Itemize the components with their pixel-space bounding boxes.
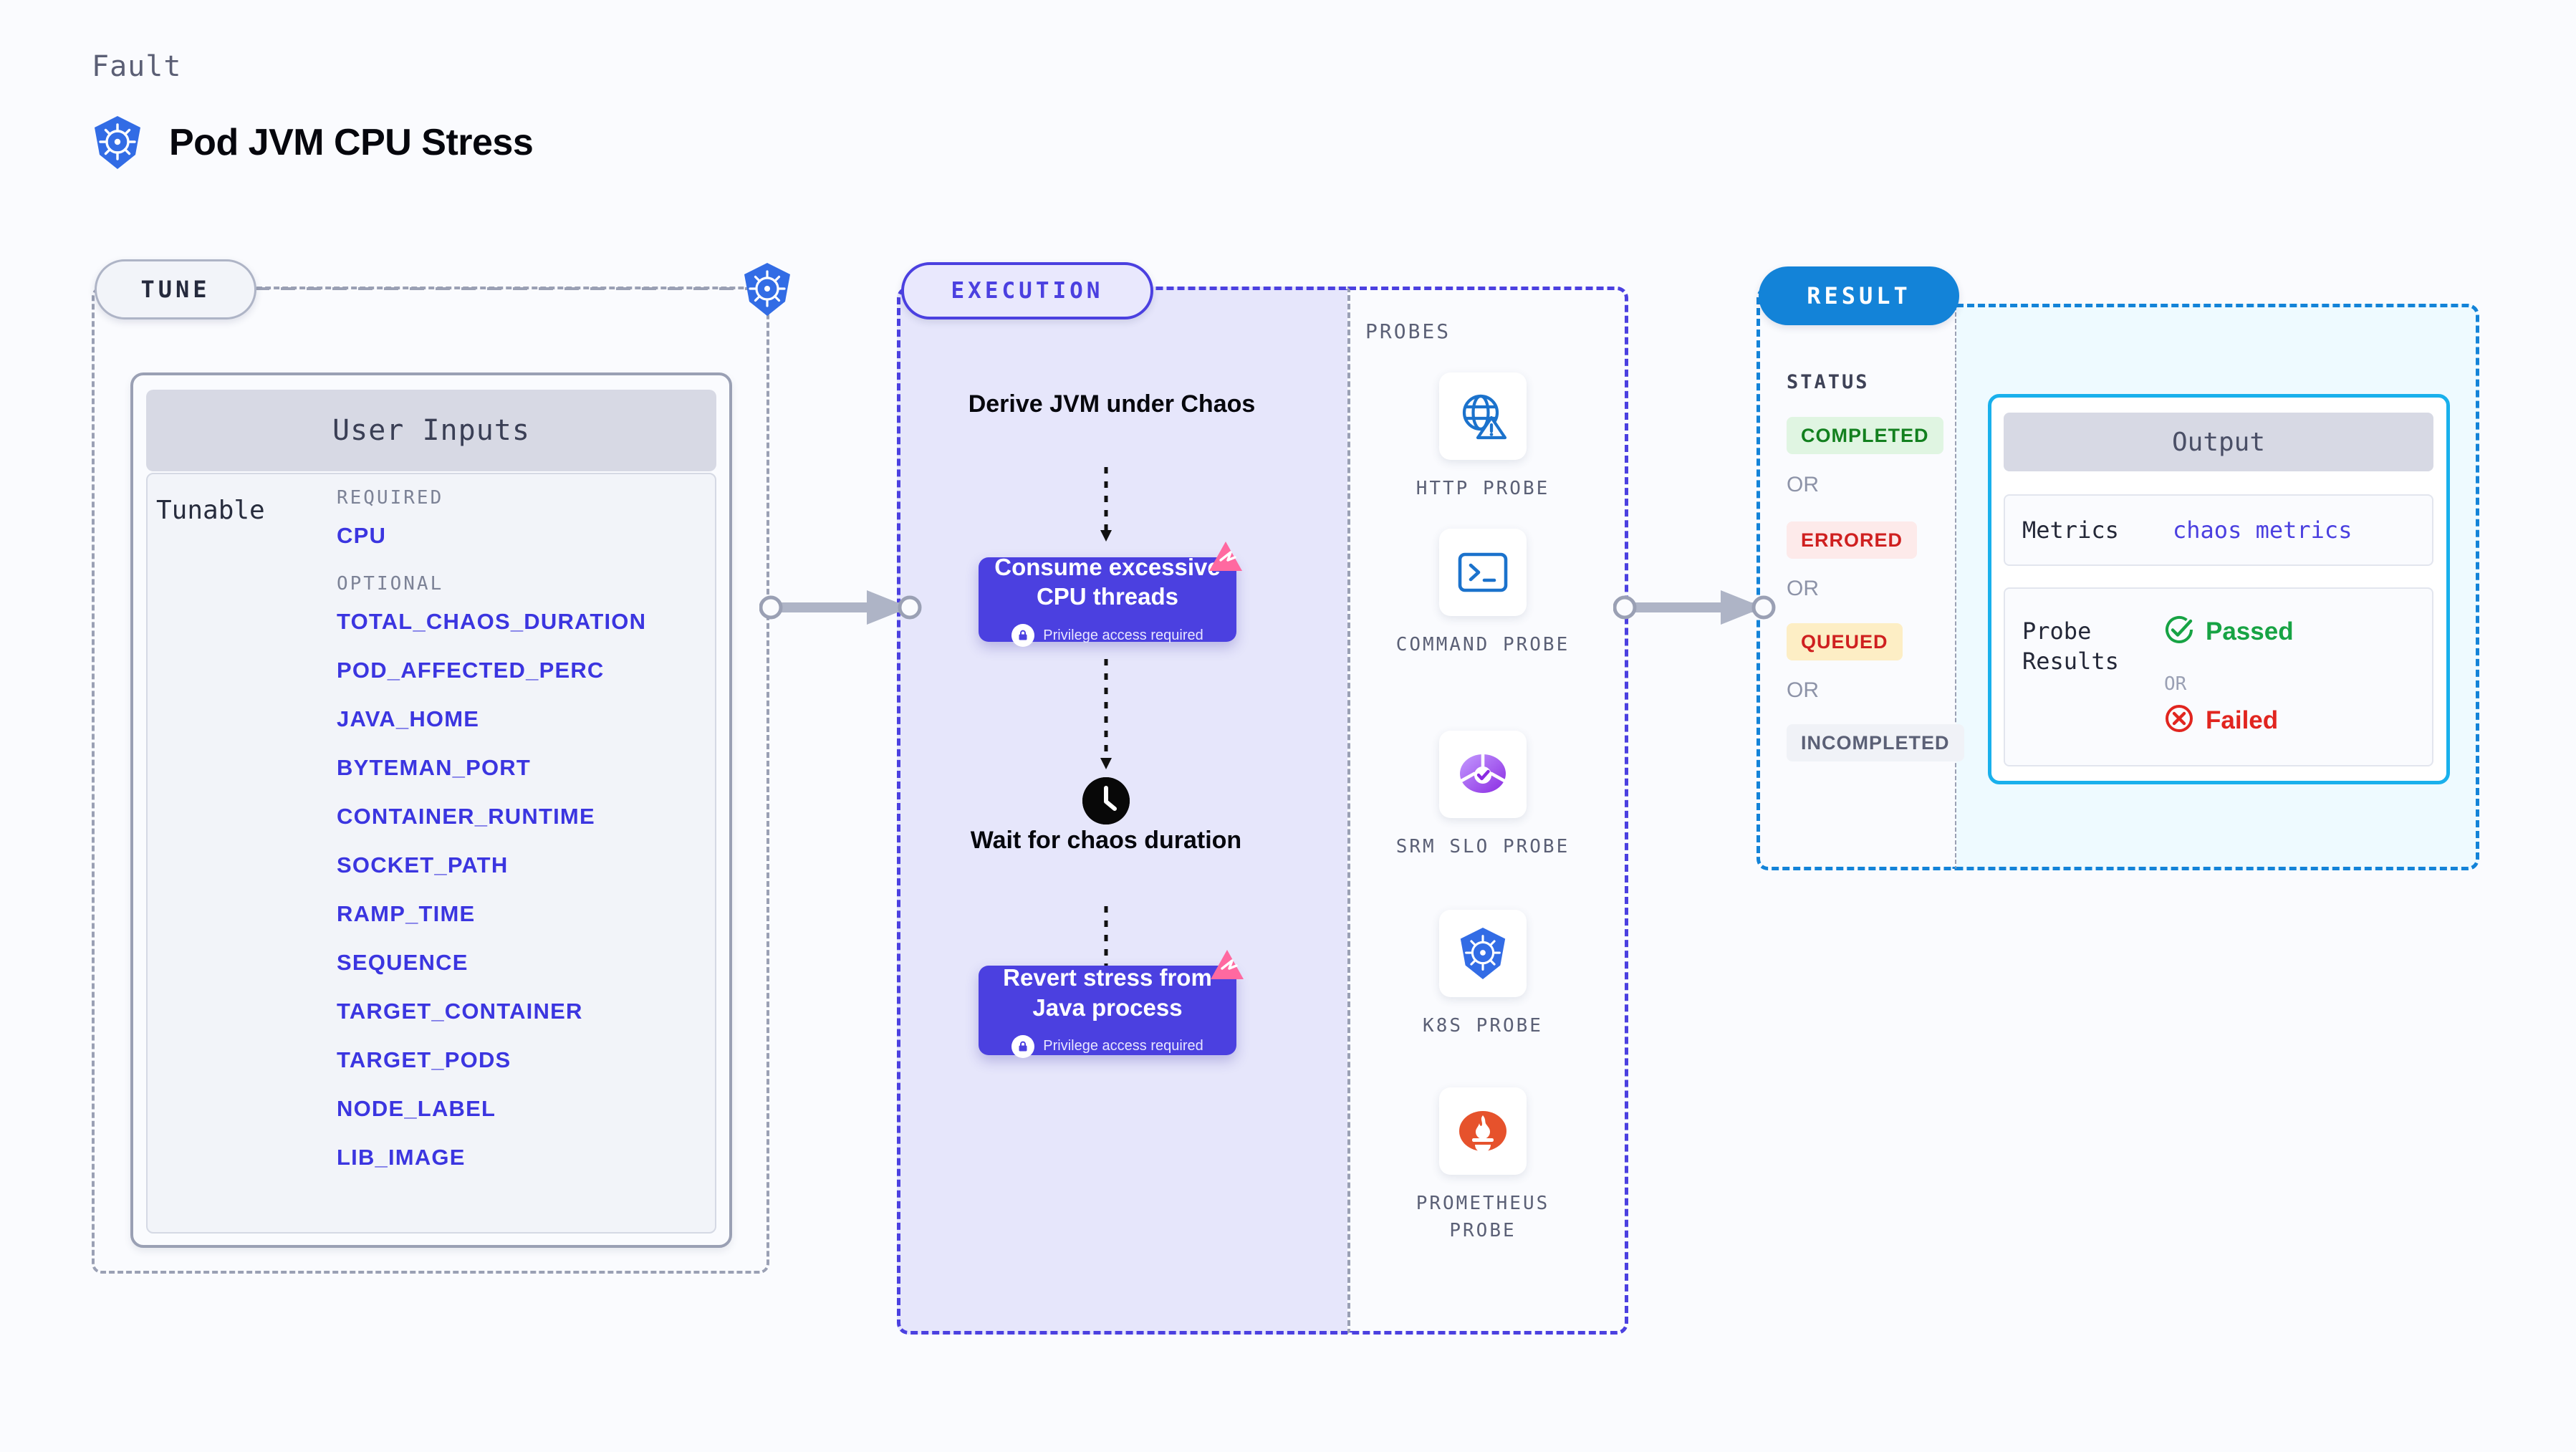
- connector-execution-to-result: [1613, 590, 1776, 625]
- result-pill: RESULT: [1759, 266, 1959, 325]
- probe-command-label: COMMAND PROBE: [1395, 634, 1570, 655]
- kubernetes-icon: [92, 115, 143, 170]
- probe-k8s[interactable]: K8S PROBE: [1383, 910, 1583, 1040]
- status-badge-errored: ERRORED: [1787, 521, 1918, 559]
- execution-box-revert-stress[interactable]: Revert stress from Java process Privileg…: [979, 964, 1236, 1058]
- tunable-container-runtime[interactable]: CONTAINER_RUNTIME: [337, 804, 595, 829]
- execution-step-wait: Wait for chaos duration: [970, 827, 1242, 854]
- tunable-list: REQUIRED CPU OPTIONAL TOTAL_CHAOS_DURATI…: [337, 487, 709, 1195]
- status-badge-completed: COMPLETED: [1787, 417, 1943, 454]
- page-title: Pod JVM CPU Stress: [92, 115, 534, 170]
- status-title: STATUS: [1787, 371, 1870, 393]
- privilege-note-revert: Privilege access required: [1011, 1034, 1203, 1058]
- status-badge-incompleted: INCOMPLETED: [1787, 724, 1964, 761]
- execution-pill: EXECUTION: [901, 262, 1153, 319]
- tunable-box: [146, 473, 716, 1234]
- prometheus-icon: [1439, 1087, 1527, 1175]
- x-circle-icon: [2164, 703, 2194, 737]
- probe-result-or: OR: [2164, 673, 2187, 695]
- tune-leader-line: [255, 287, 756, 290]
- tunable-lib-image[interactable]: LIB_IMAGE: [337, 1145, 466, 1170]
- metrics-key: Metrics: [2022, 516, 2119, 544]
- probes-title: PROBES: [1365, 319, 1451, 343]
- output-header: Output: [2004, 413, 2433, 471]
- metrics-row: Metrics chaos metrics: [2004, 494, 2433, 566]
- probe-srm-slo[interactable]: SRM SLO PROBE: [1383, 731, 1583, 861]
- probe-result-failed-label: Failed: [2206, 706, 2279, 734]
- kubernetes-icon: [1439, 910, 1527, 997]
- probe-http-label: HTTP PROBE: [1416, 478, 1550, 499]
- result-status-panel: [1756, 287, 1957, 870]
- page-title-text: Pod JVM CPU Stress: [169, 122, 534, 163]
- globe-warning-icon: [1439, 372, 1527, 460]
- metrics-value[interactable]: chaos metrics: [2173, 516, 2352, 544]
- tunable-java-home[interactable]: JAVA_HOME: [337, 706, 480, 731]
- tunable-cpu[interactable]: CPU: [337, 523, 387, 548]
- probe-prometheus[interactable]: PROMETHEUS PROBE: [1383, 1087, 1583, 1244]
- status-or-2: OR: [1787, 577, 1819, 600]
- check-circle-icon: [2164, 615, 2194, 648]
- srm-slo-icon: [1439, 731, 1527, 818]
- arrow-consume-to-wait: [1100, 659, 1112, 769]
- clock-icon: [1082, 777, 1130, 824]
- tunable-target-container[interactable]: TARGET_CONTAINER: [337, 999, 583, 1024]
- tunable-sequence[interactable]: SEQUENCE: [337, 950, 468, 975]
- probe-result-passed: Passed: [2164, 615, 2294, 648]
- lock-icon: [1011, 1034, 1035, 1058]
- connector-tune-to-execution: [759, 590, 922, 625]
- execution-box-consume-cpu-title: Consume excessive CPU threads: [994, 553, 1221, 610]
- status-badge-queued: QUEUED: [1787, 623, 1903, 660]
- tunable-total-chaos-duration[interactable]: TOTAL_CHAOS_DURATION: [337, 609, 647, 634]
- tunable-socket-path[interactable]: SOCKET_PATH: [337, 852, 509, 878]
- privilege-note-revert-text: Privilege access required: [1043, 1038, 1203, 1054]
- probe-k8s-label: K8S PROBE: [1423, 1015, 1543, 1037]
- tunable-pod-affected-perc[interactable]: POD_AFFECTED_PERC: [337, 658, 605, 683]
- tune-pill: TUNE: [95, 259, 256, 319]
- status-or-1: OR: [1787, 473, 1819, 496]
- optional-group-label: OPTIONAL: [337, 573, 444, 595]
- tunable-target-pods[interactable]: TARGET_PODS: [337, 1047, 511, 1072]
- tunable-node-label[interactable]: NODE_LABEL: [337, 1096, 496, 1121]
- user-inputs-header: User Inputs: [146, 390, 716, 471]
- probe-result-failed: Failed: [2164, 703, 2278, 737]
- probe-http[interactable]: HTTP PROBE: [1383, 372, 1583, 503]
- probe-srm-slo-label: SRM SLO PROBE: [1395, 836, 1570, 857]
- fault-kicker: Fault: [92, 50, 182, 83]
- terminal-icon: [1439, 529, 1527, 616]
- probe-prometheus-label: PROMETHEUS PROBE: [1416, 1193, 1550, 1241]
- tune-kubernetes-badge: [741, 261, 793, 321]
- execution-step-derive: Derive JVM under Chaos: [968, 390, 1256, 418]
- probe-result-passed-label: Passed: [2206, 617, 2294, 645]
- tune-panel: [92, 287, 769, 1274]
- privilege-note-consume: Privilege access required: [1011, 624, 1203, 648]
- probe-command[interactable]: COMMAND PROBE: [1383, 529, 1583, 659]
- tunable-label: Tunable: [156, 496, 265, 525]
- privilege-note-consume-text: Privilege access required: [1043, 627, 1203, 643]
- arrow-derive-to-consume: [1100, 467, 1112, 542]
- lock-icon: [1011, 624, 1035, 648]
- tunable-ramp-time[interactable]: RAMP_TIME: [337, 901, 476, 926]
- execution-box-consume-cpu[interactable]: Consume excessive CPU threads Privilege …: [979, 554, 1236, 648]
- tunable-byteman-port[interactable]: BYTEMAN_PORT: [337, 755, 532, 780]
- execution-box-revert-stress-title: Revert stress from Java process: [1003, 964, 1212, 1021]
- required-group-label: REQUIRED: [337, 487, 444, 509]
- status-or-3: OR: [1787, 678, 1819, 702]
